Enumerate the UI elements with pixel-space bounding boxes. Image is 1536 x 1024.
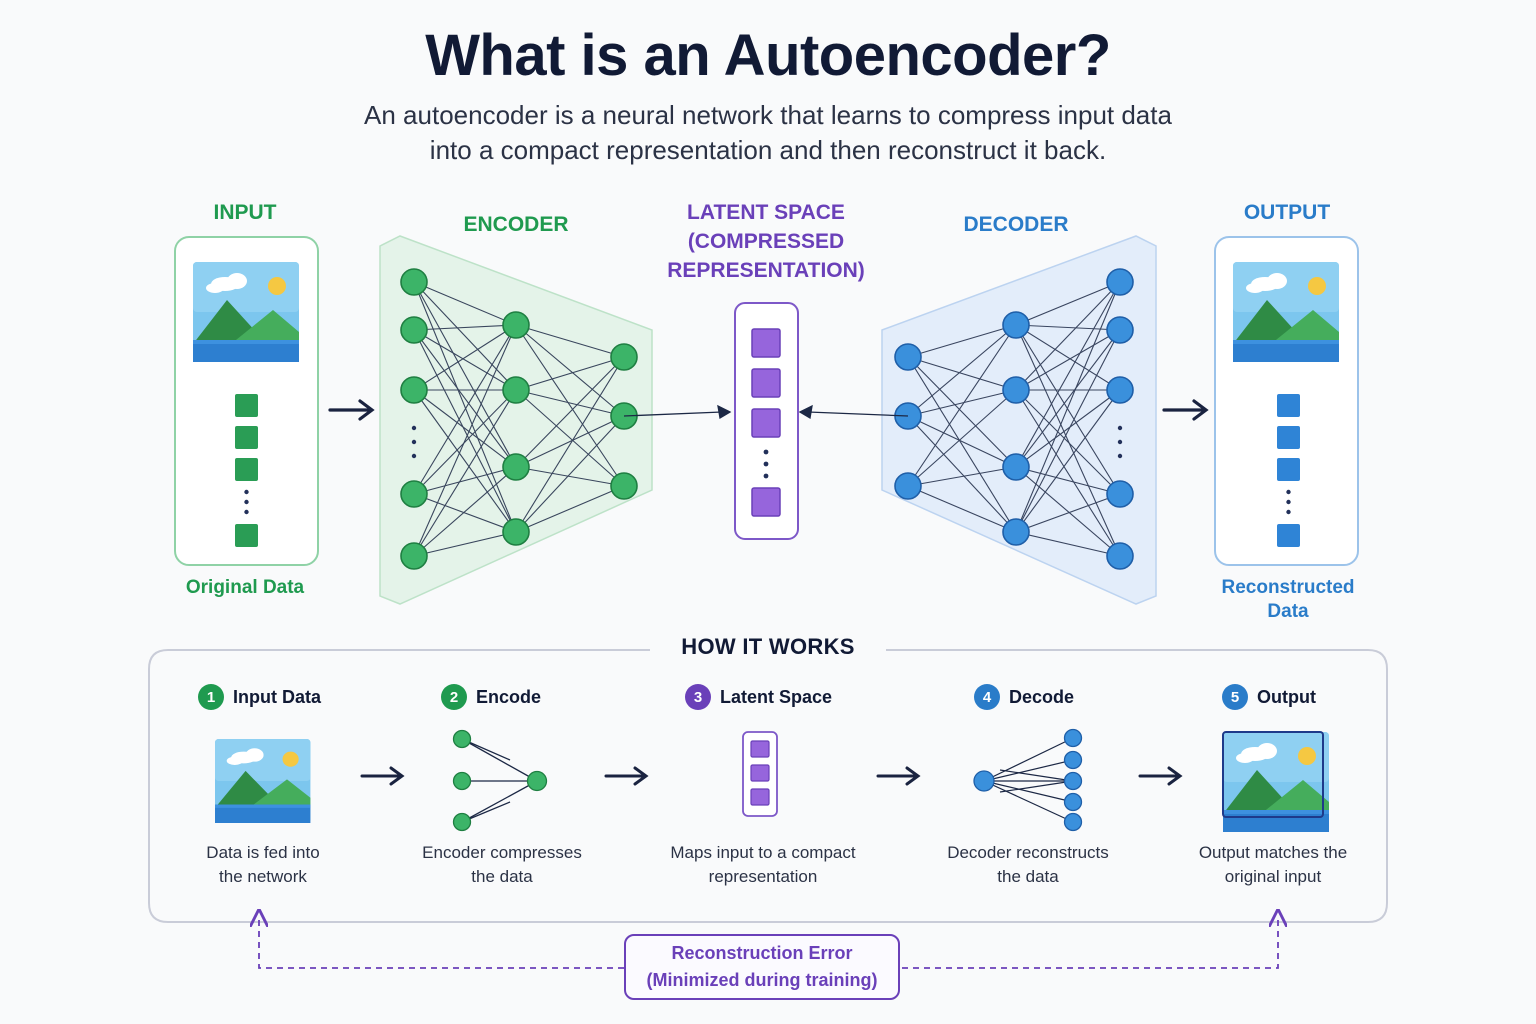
decoder-node-l3-3 [1106,376,1134,404]
decoder-node-l3-1 [1106,268,1134,296]
step-1-desc-line-2: the network [219,867,307,886]
step1-landscape-image-icon [215,739,311,823]
encoder-node-l1-2 [400,316,428,344]
step-1-number: 1 [198,684,224,710]
encoder-node-l2-4 [502,518,530,546]
step-4-description: Decoder reconstructs the data [913,841,1143,889]
step-3-header: 3 Latent Space [685,684,832,710]
arrow-right-icon [876,766,921,786]
encoder-node-l3-3 [610,472,638,500]
input-vector [235,394,258,547]
arrow-right-icon [328,399,375,421]
latent-label-line-1: LATENT SPACE [687,201,845,224]
step-3-desc-line-1: Maps input to a compact [670,843,856,862]
step-5-number: 5 [1222,684,1248,710]
arrow-right-icon [1138,766,1183,786]
original-data-caption: Original Data [185,577,305,598]
latent-space-label: LATENT SPACE (COMPRESSED REPRESENTATION) [646,198,886,285]
decoder-node-l3-2 [1106,316,1134,344]
how-it-works-title: HOW IT WORKS [681,634,855,659]
page-subtitle: An autoencoder is a neural network that … [268,98,1268,168]
step-5-description: Output matches the original input [1158,841,1388,889]
step-5-desc-line-2: original input [1224,867,1322,886]
subtitle-line-2: into a compact representation and then r… [429,135,1107,165]
step-3-label: Latent Space [720,686,833,707]
arrow-right-icon [360,766,405,786]
reconstructed-caption-line-2: Data [1267,601,1309,622]
decoder-node-l2-3 [1002,453,1030,481]
reconstruction-error-box: Reconstruction Error (Minimized during t… [624,934,900,1000]
step4-decoder-icon [973,728,1083,832]
reconstruction-error-line-2: (Minimized during training) [646,970,878,990]
step-4-header: 4 Decode [974,684,1074,710]
step-2-number: 2 [441,684,467,710]
reconstructed-caption-line-1: Reconstructed [1221,577,1355,598]
decoder-node-l2-2 [1002,376,1030,404]
step3-latent-icon [742,731,778,817]
encoder-node-l2-2 [502,376,530,404]
decoder-node-l3-4 [1106,480,1134,508]
subtitle-line-1: An autoencoder is a neural network that … [364,100,1172,130]
latent-vector [751,328,781,517]
decoder-node-l1-3 [894,472,922,500]
decoder-node-l2-1 [1002,311,1030,339]
how-it-works-frame [148,649,1388,923]
output-landscape-image-icon [1233,262,1339,362]
step-2-header: 2 Encode [441,684,541,710]
encoder-node-l2-1 [502,311,530,339]
decoder-node-l1-1 [894,343,922,371]
step-2-label: Encode [476,686,542,707]
reconstruction-error-line-1: Reconstruction Error [671,943,853,963]
step-3-desc-line-2: representation [708,867,818,886]
arrow-right-icon [604,766,649,786]
step-3-description: Maps input to a compact representation [648,841,878,889]
encoder-node-l3-1 [610,343,638,371]
step-3-number: 3 [685,684,711,710]
step-1-label: Input Data [233,686,321,707]
step-4-label: Decode [1009,686,1075,707]
step-1-header: 1 Input Data [198,684,321,710]
latent-label-line-2: (COMPRESSED [687,230,845,253]
step-4-number: 4 [974,684,1000,710]
decoder-node-l2-4 [1002,518,1030,546]
step-2-description: Encoder compresses the data [387,841,617,889]
encoder-node-l1-1 [400,268,428,296]
step-5-desc-line-1: Output matches the [1198,843,1348,862]
encoder-node-l1-4 [400,480,428,508]
encoder-node-l1-5 [400,542,428,570]
encoder-label: ENCODER [463,213,569,236]
step2-encoder-icon [452,729,548,832]
decoder-label: DECODER [963,213,1069,236]
step-2-desc-line-1: Encoder compresses [422,843,582,862]
step-1-desc-line-1: Data is fed into [206,843,320,862]
step-5-header: 5 Output [1222,684,1316,710]
step-5-label: Output [1257,686,1316,707]
input-landscape-image-icon [193,262,299,362]
decoder-node-l3-5 [1106,542,1134,570]
step-4-desc-line-2: the data [997,867,1059,886]
encoder-node-l1-3 [400,376,428,404]
encoder-node-l2-3 [502,453,530,481]
step-1-description: Data is fed into the network [148,841,378,889]
input-label: INPUT [213,201,277,224]
latent-label-line-3: REPRESENTATION) [667,259,865,282]
output-label: OUTPUT [1243,201,1331,224]
output-vector [1277,394,1300,547]
reconstruction-error-loop [259,918,1278,969]
arrow-right-icon [1162,399,1209,421]
step-2-desc-line-2: the data [471,867,533,886]
step-4-desc-line-1: Decoder reconstructs [947,843,1109,862]
page-title: What is an Autoencoder? [425,23,1111,88]
reconstructed-data-caption: Reconstructed Data [1198,576,1378,624]
